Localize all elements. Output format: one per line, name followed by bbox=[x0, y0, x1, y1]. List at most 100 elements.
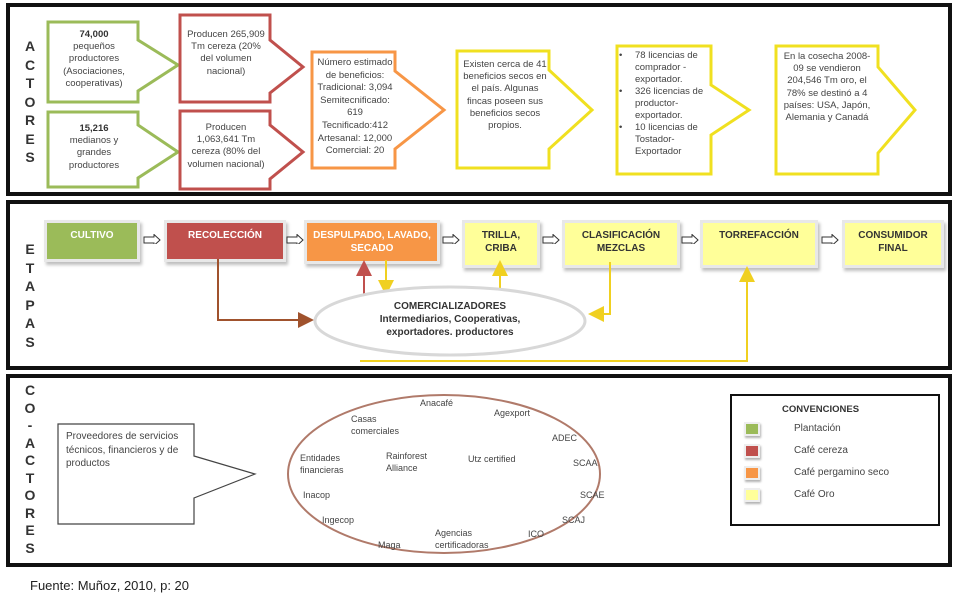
cosecha-arrow-shape bbox=[774, 44, 917, 176]
label-letter: - bbox=[27, 417, 33, 433]
actores-vertical-label: A C T O R E S bbox=[22, 37, 38, 167]
legend-swatch bbox=[744, 466, 760, 480]
legend-label: Plantación bbox=[794, 423, 841, 434]
etapas-vertical-label: E T A P A S bbox=[22, 240, 38, 351]
providers-text: Proveedores de servicios técnicos, finan… bbox=[66, 431, 179, 469]
bullet-icon: • bbox=[619, 50, 623, 61]
beneficios-line: Tradicional: 3,094 bbox=[317, 82, 393, 94]
beneficios-secos-text: Existen cerca de 41 beneficios secos en … bbox=[463, 59, 547, 132]
beneficios-line: Comercial: 20 bbox=[325, 145, 385, 157]
large-producers-count: 15,216 bbox=[79, 123, 109, 134]
coactores-shapes bbox=[57, 394, 601, 554]
label-letter: E bbox=[25, 522, 35, 538]
org-item: Maga bbox=[378, 540, 401, 550]
org-item: Casas comerciales bbox=[351, 414, 400, 436]
stage-label: TRILLA, CRIBA bbox=[481, 230, 521, 254]
production-large-text: Producen 1,063,641 Tm cereza (80% del vo… bbox=[187, 122, 265, 170]
small-producers-count: 74,000 bbox=[79, 29, 109, 40]
bullet-icon: • bbox=[619, 86, 623, 97]
label-letter: A bbox=[24, 38, 36, 54]
licencias-item: • 326 licencias de productor-exportador. bbox=[619, 86, 711, 122]
stage-consumidor: CONSUMIDOR FINAL bbox=[842, 220, 944, 268]
org-item: SCAA bbox=[573, 458, 598, 468]
large-producers-arrow-shape bbox=[46, 110, 181, 189]
comercializadores-text: COMERCIALIZADORES Intermediarios, Cooper… bbox=[350, 300, 550, 339]
org-item: Ingecop bbox=[322, 515, 355, 525]
block-arrow-right-icon bbox=[681, 234, 699, 244]
org-item: Agexport bbox=[494, 408, 531, 418]
cosecha-text: En la cosecha 2008-09 se vendieron 204,5… bbox=[783, 51, 871, 124]
licencias-item-text: 78 licencias de comprador - exportador. bbox=[635, 50, 698, 85]
production-large-arrow-shape bbox=[178, 109, 306, 191]
legend-label: Café cereza bbox=[794, 445, 848, 456]
stage-cultivo: CULTIVO bbox=[44, 220, 140, 262]
label-letter: C bbox=[24, 56, 36, 73]
label-letter: S bbox=[25, 333, 35, 350]
legend-swatch bbox=[744, 444, 760, 458]
small-producers-description: pequeños productores (Asociaciones, coop… bbox=[63, 41, 125, 89]
legend-swatch bbox=[744, 488, 760, 502]
stage-label: TORREFACCIÓN bbox=[719, 230, 799, 241]
label-letter: C bbox=[24, 382, 36, 398]
org-item: Agencias certificadoras bbox=[435, 528, 489, 550]
label-letter: A bbox=[24, 315, 36, 331]
comercializadores-line: Intermediarios, Cooperativas, bbox=[379, 314, 521, 325]
comercializadores-title: COMERCIALIZADORES bbox=[393, 301, 507, 312]
org-item: Anacafé bbox=[420, 398, 454, 408]
org-item: Entidades financieras bbox=[300, 453, 344, 475]
recoleccion-to-comercializadores-connector bbox=[217, 259, 314, 328]
label-letter: O bbox=[24, 399, 36, 416]
label-letter: R bbox=[24, 112, 36, 128]
etapas-connectors bbox=[217, 259, 755, 362]
beneficios-secos-arrow-shape bbox=[455, 49, 595, 170]
stage-clasificacion: CLASIFICACIÓN MEZCLAS bbox=[562, 220, 680, 268]
label-letter: P bbox=[25, 296, 35, 313]
block-arrow-right-icon bbox=[286, 234, 304, 244]
licencias-item-text: 10 licencias de Tostador-Exportador bbox=[635, 122, 698, 157]
beneficios-line: Tecnificado:412 bbox=[321, 119, 389, 131]
beneficios-line: Número estimado de beneficios: bbox=[317, 57, 393, 81]
stage-label: RECOLECCIÓN bbox=[188, 230, 262, 241]
comercializadores-to-torrefaccion-connector bbox=[360, 266, 755, 362]
org-item: Inacop bbox=[303, 490, 331, 500]
block-arrow-right-icon bbox=[821, 234, 839, 244]
organizations-ellipse bbox=[287, 394, 601, 554]
stage-label: CONSUMIDOR FINAL bbox=[858, 230, 928, 254]
legend-label: Café pergamino seco bbox=[794, 467, 890, 478]
org-item: ICO bbox=[528, 529, 545, 539]
bullet-icon: • bbox=[619, 122, 623, 133]
label-letter: S bbox=[25, 149, 35, 165]
stage-despulpado: DESPULPADO, LAVADO, SECADO bbox=[304, 220, 440, 264]
label-letter: A bbox=[24, 278, 36, 294]
comercializadores-line: exportadores. productores bbox=[386, 327, 514, 338]
org-item: ADEC bbox=[552, 433, 578, 443]
org-item: SCAJ bbox=[562, 515, 586, 525]
label-letter: A bbox=[24, 434, 36, 451]
legend-label: Café Oro bbox=[794, 489, 835, 500]
actores-arrow-shapes bbox=[46, 13, 917, 191]
label-letter: E bbox=[25, 241, 35, 257]
org-item: SCAE bbox=[580, 490, 605, 500]
label-letter: T bbox=[25, 469, 35, 486]
large-producers-description: medianos y grandes productores bbox=[68, 135, 120, 171]
licencias-arrow-shape bbox=[615, 44, 752, 176]
beneficios-line: Artesanal: 12,000 bbox=[317, 132, 393, 144]
label-letter: S bbox=[25, 539, 35, 556]
label-letter: T bbox=[25, 75, 35, 91]
org-item: Rainforest Alliance bbox=[386, 451, 428, 473]
label-letter: R bbox=[24, 504, 36, 521]
stage-torrefaccion: TORREFACCIÓN bbox=[700, 220, 818, 268]
label-letter: E bbox=[25, 130, 35, 147]
stage-recoleccion: RECOLECCIÓN bbox=[164, 220, 286, 262]
small-producers-text: 74,000 pequeños productores (Asociacione… bbox=[52, 29, 136, 90]
licencias-item: • 78 licencias de comprador - exportador. bbox=[619, 50, 711, 86]
stage-label: CULTIVO bbox=[70, 230, 114, 241]
legend-swatch bbox=[744, 422, 760, 436]
licencias-list: • 78 licencias de comprador - exportador.… bbox=[619, 50, 711, 158]
licencias-item: • 10 licencias de Tostador-Exportador bbox=[619, 122, 711, 158]
clasificacion-to-comercializadores-connector bbox=[588, 262, 611, 322]
providers-arrow-shape bbox=[57, 423, 257, 525]
comercializadores-ellipse bbox=[313, 285, 587, 357]
licencias-item-text: 326 licencias de productor-exportador. bbox=[635, 86, 704, 121]
